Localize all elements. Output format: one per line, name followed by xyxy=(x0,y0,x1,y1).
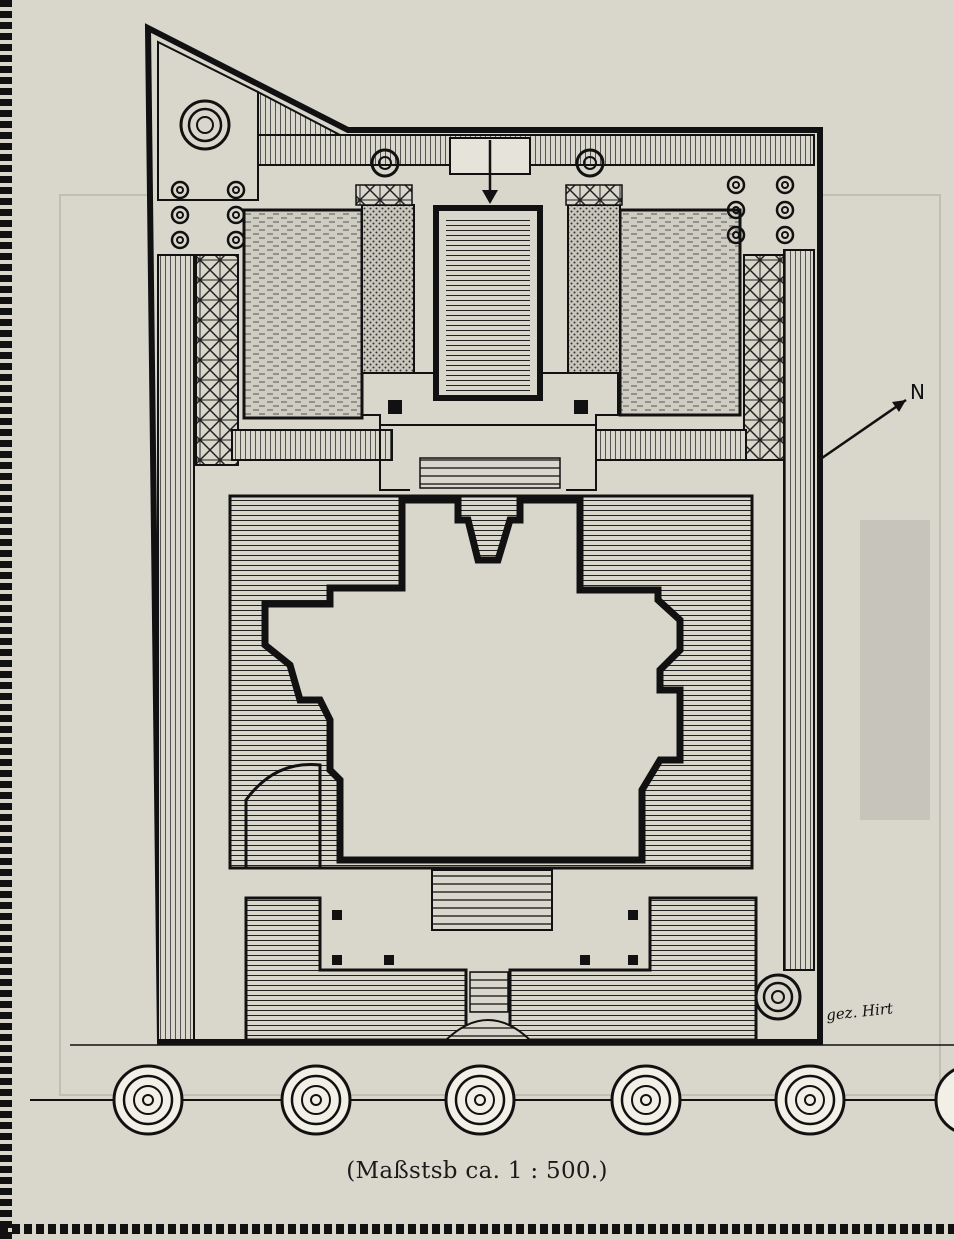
tree-icon xyxy=(726,175,746,195)
central-basin xyxy=(433,205,543,401)
street-trees xyxy=(112,1064,954,1136)
tree-icon xyxy=(226,180,246,200)
front-wing xyxy=(244,896,758,1042)
tree-icon xyxy=(754,973,802,1021)
garden-left xyxy=(195,184,415,466)
tree-icon xyxy=(726,225,746,245)
tree-icon xyxy=(112,1064,184,1136)
north-arrow-icon xyxy=(821,398,907,460)
stepped-terrace xyxy=(361,372,619,491)
tree-icon xyxy=(774,1064,846,1136)
tree-icon xyxy=(170,205,190,225)
tree-icon xyxy=(775,200,795,220)
pillars xyxy=(388,400,588,414)
tree-icon xyxy=(226,205,246,225)
garden-right xyxy=(565,184,785,461)
dotted-border-bottom xyxy=(0,1224,954,1234)
tree-icon xyxy=(179,99,231,151)
entrance xyxy=(449,137,531,204)
scale-caption: (Maßstsb ca. 1 : 500.) xyxy=(346,1158,608,1184)
tree-icon xyxy=(170,180,190,200)
bleed-through xyxy=(59,194,941,1096)
tree-icon xyxy=(775,175,795,195)
tree-icon xyxy=(226,230,246,250)
tree-icon xyxy=(170,230,190,250)
tree-icon xyxy=(444,1064,516,1136)
tree-icon xyxy=(370,148,400,178)
north-label: N xyxy=(910,380,925,404)
tree-icon-group xyxy=(170,99,802,1021)
tree-icon xyxy=(610,1064,682,1136)
tree-icon xyxy=(775,225,795,245)
tree-icon xyxy=(575,148,605,178)
tree-icon xyxy=(726,200,746,220)
dotted-border-left xyxy=(0,0,12,1240)
tree-icon xyxy=(280,1064,352,1136)
main-pavilion xyxy=(228,494,754,931)
tree-icon xyxy=(934,1068,954,1132)
